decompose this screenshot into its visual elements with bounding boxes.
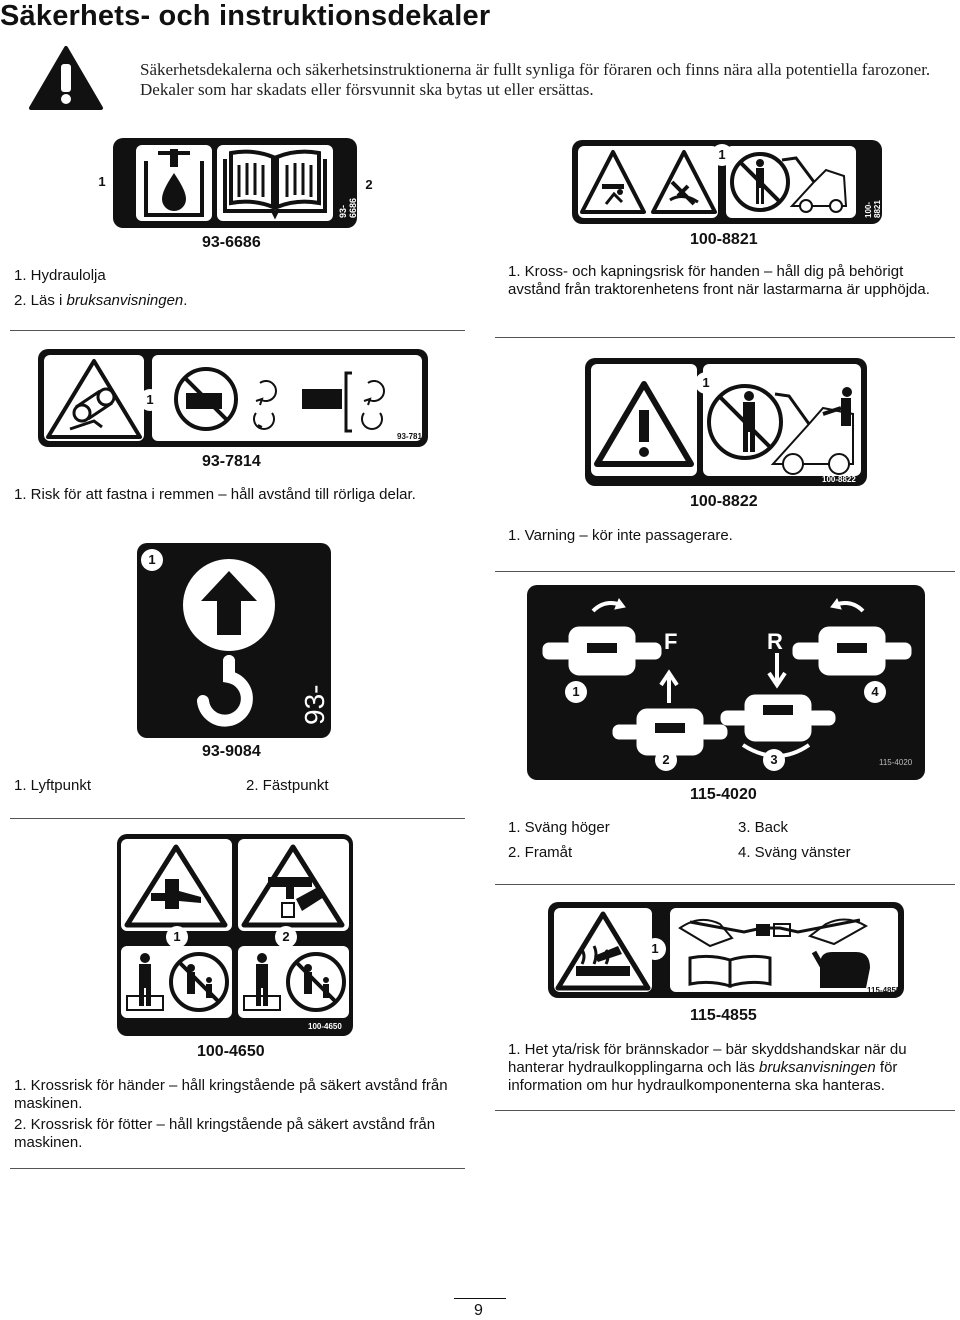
callout-2: 2 xyxy=(275,926,297,948)
forward-letter: F xyxy=(664,629,678,654)
callout-1: 1 xyxy=(139,389,161,411)
callout-1: 1 xyxy=(711,144,733,166)
decal-100-8822: 1 100-8822 xyxy=(585,358,867,486)
decal-small-id: 115-4020 xyxy=(879,758,913,767)
warning-icon xyxy=(28,44,104,112)
caption-item-1: 1. Krossrisk för händer – håll kringståe… xyxy=(14,1077,448,1112)
caption-item-1: 1. Varning – kör inte passagerare. xyxy=(508,527,733,544)
reverse-letter: R xyxy=(767,629,783,654)
callout-1: 1 xyxy=(565,681,587,703)
decal-id-100-4650: 100-4650 xyxy=(197,1043,265,1060)
caption-item-2: 2. Fästpunkt xyxy=(246,777,329,794)
keep-bystanders-away-panel-1 xyxy=(121,946,232,1018)
belt-entanglement-icon xyxy=(44,355,144,441)
steering-controls-icon xyxy=(542,597,912,758)
callout-1: 1 xyxy=(644,938,666,960)
callout-1: 1 xyxy=(166,926,188,948)
page-number-rule xyxy=(454,1298,506,1299)
decal-id-93-6686: 93-6686 xyxy=(202,234,261,251)
caption-item-2: 2. Läs i bruksanvisningen. xyxy=(14,292,188,309)
decal-id-115-4020: 115-4020 xyxy=(690,786,757,803)
caption-item-4: 4. Sväng vänster xyxy=(738,844,851,861)
divider xyxy=(495,571,955,572)
caption-item-3: 3. Back xyxy=(738,819,789,836)
keep-bystanders-away-panel-2 xyxy=(238,946,349,1018)
decal-100-4650: 1 2 100-4650 xyxy=(117,834,353,1036)
decal-id-100-8822: 100-8822 xyxy=(690,493,758,510)
caption-item-1: 1. Risk för att fastna i remmen – håll a… xyxy=(14,486,416,503)
hydraulic-oil-icon xyxy=(136,145,212,221)
lift-point-icon xyxy=(183,559,275,727)
no-passengers-panel xyxy=(703,364,861,476)
decal-small-id: 100-4650 xyxy=(308,1022,342,1031)
divider xyxy=(495,884,955,885)
decal-id-100-8821: 100-8821 xyxy=(690,231,758,248)
hot-surface-icon xyxy=(554,908,652,992)
callout-1: 1 xyxy=(695,372,717,394)
decal-115-4020: F R 1 2 3 4 115-4020 xyxy=(527,585,925,780)
decal-93-9084: 1 93-9084 xyxy=(137,543,362,738)
decal-id-93-7814: 93-7814 xyxy=(202,453,261,470)
caption-item-2: 2. Krossrisk för fötter – håll kringståe… xyxy=(14,1116,436,1151)
warning-triangle-icon xyxy=(591,364,697,476)
callout-2: 2 xyxy=(358,174,380,196)
callout-1: 1 xyxy=(91,171,113,193)
foot-crush-icon xyxy=(238,839,349,931)
callout-4: 4 xyxy=(864,681,886,703)
page-number: 9 xyxy=(474,1302,483,1319)
divider xyxy=(495,337,955,338)
page-title: Säkerhets- och instruktionsdekaler xyxy=(0,0,491,32)
decal-id-115-4855: 115-4855 xyxy=(690,1007,757,1024)
no-standing-loader-panel xyxy=(726,146,856,218)
decal-100-8821: 1 100-8821 xyxy=(572,140,882,224)
caption-item-1: 1. Lyftpunkt xyxy=(14,777,91,794)
decal-93-7814: 1 xyxy=(38,349,428,447)
caption-item-1: 1. Sväng höger xyxy=(508,819,610,836)
decal-93-6686: 1 93-6686 2 xyxy=(91,138,380,228)
manual-book-icon xyxy=(217,145,333,221)
decal-small-id: 100-8822 xyxy=(822,475,856,484)
callout-2: 2 xyxy=(655,749,677,771)
caption-item-1: 1. Hydraulolja xyxy=(14,267,106,284)
decal-small-id: 115-4855 xyxy=(867,986,901,995)
decal-115-4855: 1 xyxy=(548,902,904,998)
divider xyxy=(10,1168,465,1169)
divider xyxy=(10,330,465,331)
decal-small-id: 93-7814 xyxy=(397,432,427,441)
callout-1: 1 xyxy=(141,549,163,571)
intro-text: Säkerhetsdekalerna och säkerhetsinstrukt… xyxy=(140,60,931,99)
decal-vertical-id: 93-9084 xyxy=(299,662,362,725)
decal-vertical-id: 93-6686 xyxy=(338,197,358,218)
caption-item-1: 1. Kross- och kapningsrisk för handen – … xyxy=(508,263,930,298)
caption-item-2: 2. Framåt xyxy=(508,844,573,861)
crush-hazard-panel xyxy=(578,146,718,218)
keep-hands-away-panel xyxy=(152,355,422,441)
divider xyxy=(10,818,465,819)
gloves-and-manual-panel xyxy=(670,908,898,992)
hand-crush-icon xyxy=(121,839,232,931)
callout-3: 3 xyxy=(763,749,785,771)
decal-vertical-id: 100-8821 xyxy=(864,200,882,218)
caption-item-1: 1. Het yta/risk för brännskador – bär sk… xyxy=(508,1041,907,1094)
divider xyxy=(495,1110,955,1111)
decal-id-93-9084: 93-9084 xyxy=(202,743,261,760)
